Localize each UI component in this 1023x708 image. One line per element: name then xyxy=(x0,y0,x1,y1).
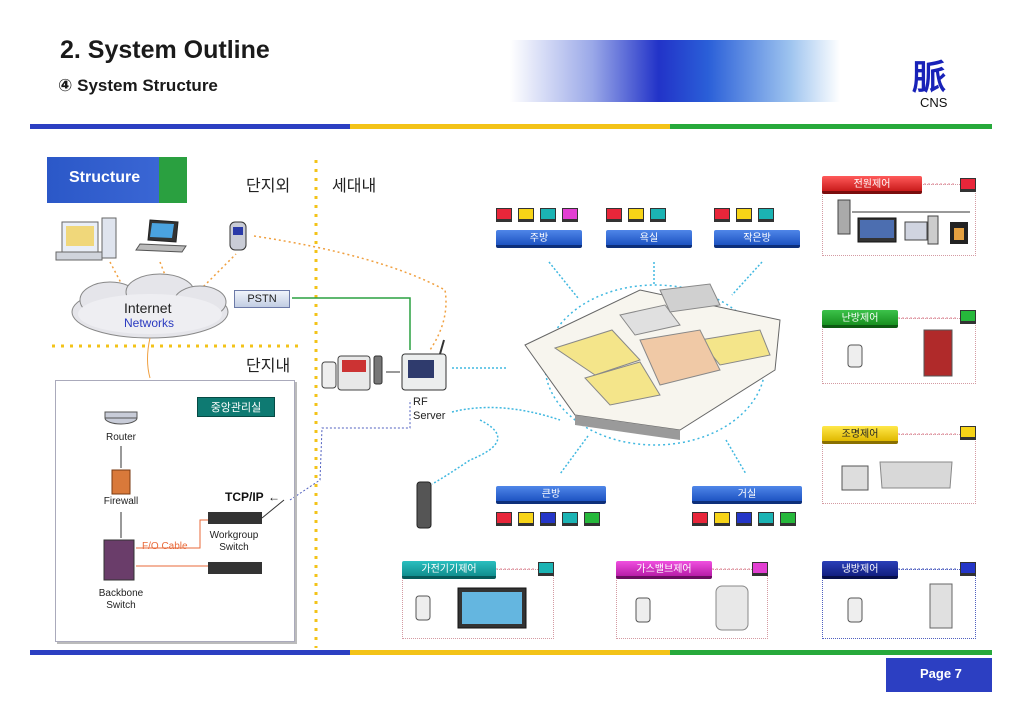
router-label: Router xyxy=(105,432,136,443)
backbone-switch-icon xyxy=(103,539,135,581)
second-switch-icon xyxy=(208,562,262,574)
backbone-label-line1: Backbone xyxy=(98,588,144,599)
power-control-panel xyxy=(822,184,976,256)
zone-label-outside-complex: 단지외 xyxy=(246,176,291,195)
room-big-room: 큰방 xyxy=(496,486,606,504)
living-room-device-squares xyxy=(692,512,796,526)
header-divider xyxy=(30,124,992,129)
cooling-control-label: 냉방제어 xyxy=(822,561,898,579)
appliance-control-label: 가전기기제어 xyxy=(402,561,496,579)
page-subtitle: ④ System Structure xyxy=(58,76,218,95)
appliance-devices-image xyxy=(415,587,527,629)
laptop-icon xyxy=(135,219,187,253)
room-kitchen: 주방 xyxy=(496,230,582,248)
cooling-devices-image xyxy=(847,583,953,629)
small-room-device-squares xyxy=(714,208,774,222)
firewall-label: Firewall xyxy=(103,496,139,507)
workgroup-switch-icon xyxy=(208,512,262,524)
cooling-control-square xyxy=(960,562,976,576)
header-gradient-band xyxy=(510,40,840,102)
zone-label-inside-complex: 단지내 xyxy=(246,356,291,375)
workgroup-label-line1: Workgroup xyxy=(209,530,259,541)
appliance-control-square xyxy=(538,562,554,576)
heating-control-label: 난방제어 xyxy=(822,310,898,328)
logo-text: CNS xyxy=(920,95,948,110)
gas-valve-devices-image xyxy=(635,585,749,631)
tcpip-label: TCP/IP xyxy=(225,490,264,504)
zone-label-inside-household: 세대내 xyxy=(332,176,377,195)
power-control-square xyxy=(960,178,976,192)
room-living-room: 거실 xyxy=(692,486,802,504)
internet-label: Internet xyxy=(124,300,172,316)
workgroup-label-line2: Switch xyxy=(219,542,249,553)
lighting-control-panel xyxy=(822,434,976,504)
management-room-title: 중앙관리실 xyxy=(197,397,275,417)
room-bathroom: 욕실 xyxy=(606,230,692,248)
rf-server-icon xyxy=(401,339,447,391)
tcpip-arrow-icon: ← xyxy=(268,490,280,504)
big-room-device-squares xyxy=(496,512,600,526)
power-control-label: 전원제어 xyxy=(822,176,922,194)
pc-icon xyxy=(55,217,117,261)
cooling-control-panel xyxy=(822,569,976,639)
pstn-box: PSTN xyxy=(234,290,290,308)
heating-control-panel xyxy=(822,318,976,384)
management-room-box xyxy=(55,380,295,642)
gas-valve-control-square xyxy=(752,562,768,576)
kitchen-device-squares xyxy=(496,208,578,222)
rf-server-label-line1: RF xyxy=(413,396,428,408)
mobile-phone-icon xyxy=(229,221,247,251)
remote-control-icon xyxy=(416,481,432,529)
apartment-floorplan-image xyxy=(524,283,781,446)
page-title: 2. System Outline xyxy=(60,36,270,64)
lighting-devices-image xyxy=(841,461,953,491)
heating-devices-image xyxy=(847,329,953,377)
structure-tab: Structure xyxy=(47,157,187,203)
page-number: Page 7 xyxy=(886,658,992,692)
room-small-room: 작은방 xyxy=(714,230,800,248)
backbone-label-line2: Switch xyxy=(106,600,136,611)
networks-label: Networks xyxy=(124,316,175,330)
lighting-control-label: 조명제어 xyxy=(822,426,898,444)
gas-valve-control-label: 가스밸브제어 xyxy=(616,561,712,579)
logo-mark: 脈 xyxy=(912,58,946,98)
gas-valve-control-panel xyxy=(616,569,768,639)
internet-cloud-icon xyxy=(71,273,229,339)
appliance-control-panel xyxy=(402,569,554,639)
lighting-control-square xyxy=(960,426,976,440)
footer-divider xyxy=(30,650,992,655)
rf-server-label-line2: Server xyxy=(413,410,446,422)
heating-control-square xyxy=(960,310,976,324)
home-phone-icon xyxy=(321,355,383,391)
bathroom-device-squares xyxy=(606,208,666,222)
fo-cable-label: F/O Cable xyxy=(142,541,188,552)
firewall-icon xyxy=(111,469,131,495)
power-devices-image xyxy=(837,199,970,245)
